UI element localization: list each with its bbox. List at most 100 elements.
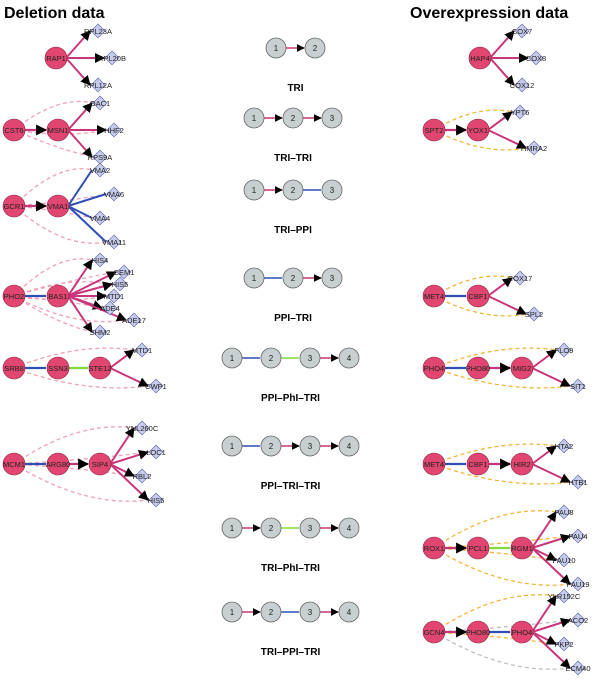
target-label: VMA11	[102, 238, 126, 247]
motif-node	[265, 37, 287, 59]
target-label: YPT6	[511, 108, 530, 117]
motif-node	[304, 37, 326, 59]
target-edge-tri	[109, 463, 135, 477]
motif-node	[260, 435, 282, 457]
gene-label: RGM1	[511, 544, 533, 553]
target-label: VMA2	[90, 166, 110, 175]
gene-label: RAP1	[46, 54, 66, 63]
gene-label: PHO80	[466, 364, 491, 373]
indirect-edge	[433, 510, 558, 549]
target-edge-tri	[67, 295, 93, 333]
gene-label: ARG80	[46, 460, 71, 469]
deletion-edges-4	[25, 349, 149, 387]
motif-node-label: 3	[330, 274, 335, 283]
target-edge-tri	[65, 57, 91, 86]
target-node	[570, 378, 586, 394]
target-edge-tri	[487, 295, 527, 315]
target-edge-tri	[487, 277, 513, 297]
gene-node	[46, 356, 70, 380]
overexpression-dashed-3	[433, 347, 572, 389]
edge-layer	[25, 30, 571, 669]
target-node	[104, 50, 120, 66]
indirect-edge	[13, 367, 150, 389]
gene-node	[466, 536, 490, 560]
motif-node	[260, 601, 282, 623]
target-edge-tri	[531, 631, 571, 669]
target-edge-ppi	[67, 205, 93, 219]
gene-label: VMA1	[48, 202, 68, 211]
motif-node-label: 1	[230, 442, 235, 451]
gene-label: MCM1	[3, 460, 25, 469]
target-label: RPL23A	[84, 27, 112, 36]
target-label: PAU10	[552, 556, 575, 565]
overexpression-edges-6	[445, 595, 571, 669]
deletion-edges-5	[25, 427, 149, 501]
motif-node-label: 1	[274, 44, 279, 53]
overexpression-edges-3	[445, 349, 571, 387]
target-node	[556, 504, 572, 520]
target-node	[126, 312, 142, 328]
gene-label: BAS1	[48, 292, 67, 301]
target-node	[556, 636, 572, 652]
target-node	[148, 444, 164, 460]
motif-node-label: 2	[269, 354, 274, 363]
target-edge-tri	[109, 427, 135, 465]
target-node	[148, 492, 164, 508]
target-node	[512, 104, 528, 120]
target-label: ACO2	[568, 616, 588, 625]
motif-node-label: 3	[330, 114, 335, 123]
target-node	[556, 552, 572, 568]
target-edge-tri	[531, 547, 571, 585]
gene-node	[422, 118, 446, 142]
motif-name: PPI–TRI–TRI	[261, 481, 321, 492]
target-edge-tri	[531, 595, 557, 633]
gene-label: GCR1	[4, 202, 25, 211]
deletion-dashed-4	[13, 347, 150, 389]
gene-label: CST6	[4, 126, 23, 135]
indirect-edge	[433, 367, 572, 389]
gene-label: HIR2	[513, 460, 530, 469]
target-edge-tri	[531, 511, 557, 549]
overexpression-edges-4	[445, 445, 571, 483]
indirect-edge	[433, 631, 572, 670]
target-node	[102, 300, 118, 316]
motif-node	[260, 517, 282, 539]
motif-node	[221, 601, 243, 623]
motif-node-label: 2	[269, 524, 274, 533]
target-label: RBL2	[133, 472, 152, 481]
gene-node	[46, 452, 70, 476]
gene-node	[510, 452, 534, 476]
target-label: PAU8	[554, 508, 573, 517]
target-label: RPL12A	[84, 81, 112, 90]
gene-node	[466, 118, 490, 142]
target-edge-ppi	[67, 205, 107, 243]
indirect-edge	[13, 205, 108, 244]
motif-node-label: 3	[330, 186, 335, 195]
gene-label: SRB8	[4, 364, 24, 373]
target-node	[514, 77, 530, 93]
target-node	[106, 186, 122, 202]
motif-node	[338, 601, 360, 623]
target-label: HIS5	[148, 496, 165, 505]
indirect-edge	[13, 347, 136, 369]
motif-node	[260, 347, 282, 369]
target-label: COX12	[510, 81, 535, 90]
motif-name: PPI–TRI	[274, 313, 312, 324]
motif-node	[321, 179, 343, 201]
gene-label: PHO4	[512, 628, 532, 637]
indirect-edge	[433, 129, 528, 151]
target-edge-tri	[487, 129, 527, 149]
target-edge-tri	[487, 111, 513, 131]
overexpression-edges-1	[445, 111, 527, 149]
target-label: VMA6	[104, 190, 124, 199]
gene-label: MET4	[424, 460, 444, 469]
target-node	[92, 162, 108, 178]
motif-node	[282, 179, 304, 201]
gene-label: CBF1	[468, 292, 487, 301]
